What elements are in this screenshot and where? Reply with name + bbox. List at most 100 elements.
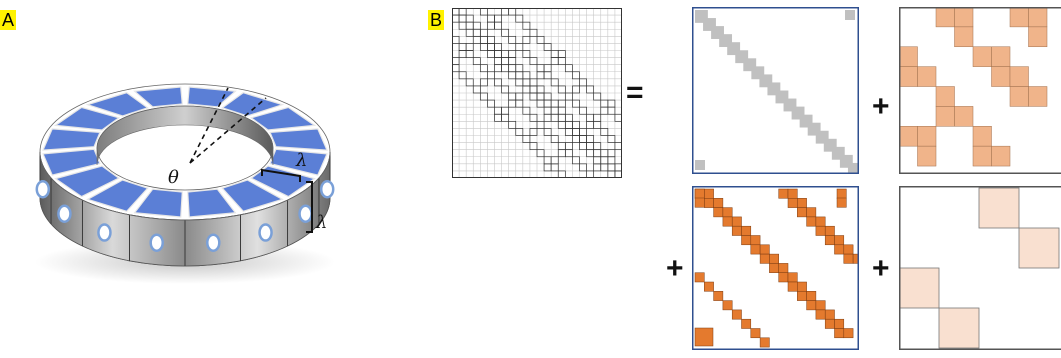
matrix-cell (465, 21, 474, 30)
matrix-cell (472, 28, 481, 37)
matrix-cell (1009, 7, 1029, 28)
ring-top-tile (133, 86, 183, 108)
band-cell (834, 235, 845, 246)
ring-top-tile (269, 128, 328, 151)
band-cell (759, 244, 770, 255)
matrix-cell (557, 113, 566, 122)
matrix-cell (536, 35, 545, 44)
matrix-cell (536, 149, 545, 158)
matrix-cell (522, 135, 531, 143)
matrix-cell (600, 156, 609, 165)
matrix-cell (452, 35, 460, 44)
band-cell (713, 198, 724, 208)
matrix-cell (479, 64, 488, 73)
matrix-cell (472, 35, 481, 44)
ring-top-tile (187, 86, 237, 108)
matrix-cell (543, 92, 552, 101)
matrix-cell (487, 14, 495, 23)
matrix-cell (458, 43, 467, 51)
matrix-cell (501, 50, 510, 58)
matrix-cell (579, 128, 587, 136)
matrix-cell (600, 106, 609, 115)
diag-corner (845, 10, 855, 20)
matrix-cell (550, 135, 559, 143)
band-cell (834, 328, 845, 339)
matrix-cell (557, 170, 566, 178)
matrix-cell (579, 135, 587, 143)
matrix-cell (607, 170, 616, 178)
matrix-cell (494, 64, 502, 73)
matrix-cell (543, 106, 552, 115)
band-cell (815, 309, 826, 320)
matrix-cell (522, 21, 531, 30)
matrix-band-light (899, 7, 1061, 174)
band-cell (806, 291, 817, 301)
band-cell (797, 281, 807, 292)
matrix-cell (529, 92, 538, 101)
band-cell (815, 300, 826, 311)
plus-sign-1: + (872, 90, 890, 123)
band-cell (843, 244, 854, 255)
matrix-cell (564, 149, 573, 158)
matrix-cell (494, 78, 502, 87)
ring-port (298, 204, 313, 224)
matrix-cell (972, 46, 992, 67)
ring-port (57, 204, 72, 224)
matrix-cell (593, 92, 602, 101)
matrix-cell (501, 57, 510, 66)
matrix-cell (465, 43, 474, 51)
matrix-cell (529, 128, 538, 136)
matrix-cell (529, 28, 538, 37)
matrix-cell (564, 120, 573, 129)
band-cell (834, 318, 845, 329)
matrix-cell (508, 57, 517, 66)
matrix-cell (572, 128, 580, 136)
matrix-cell (614, 163, 622, 172)
matrix-cell (529, 113, 538, 122)
matrix-cell (487, 50, 495, 58)
matrix-cell (452, 14, 460, 23)
matrix-band-dark (692, 186, 859, 350)
matrix-cell (557, 120, 566, 129)
band-cell (778, 263, 789, 273)
matrix-cell (954, 26, 974, 48)
band-cell (778, 272, 789, 283)
ring-top-tile (221, 92, 285, 117)
matrix-cell (543, 71, 552, 80)
matrix-cell (508, 99, 517, 108)
matrix-cell (515, 78, 524, 87)
matrix-frame (692, 7, 859, 174)
matrix-cell (522, 71, 531, 80)
matrix-cell (1009, 66, 1029, 87)
matrix-cell (899, 126, 918, 147)
band-cell (704, 198, 714, 208)
band-cell (722, 207, 733, 218)
matrix-cell (935, 106, 955, 127)
matrix-cell (550, 50, 559, 58)
band-corner (836, 188, 847, 199)
matrix-cell (991, 66, 1011, 87)
matrix-cell (543, 113, 552, 122)
matrix-cell (508, 120, 517, 129)
matrix-cell (557, 106, 566, 115)
matrix-cell (557, 99, 566, 108)
matrix-cell (550, 113, 559, 122)
matrix-cell (515, 64, 524, 73)
band-cell (741, 235, 752, 246)
matrix-cell (458, 50, 467, 58)
matrix-cell (536, 64, 545, 73)
matrix-cell (452, 8, 460, 16)
ring-top-tile (54, 165, 120, 198)
matrix-cell (508, 8, 517, 16)
ring-top-tile (269, 148, 328, 176)
matrix-cell (586, 85, 595, 94)
matrix-cell (479, 28, 488, 37)
band-cell (815, 225, 826, 236)
matrix-cell (529, 78, 538, 87)
matrix-cell (586, 149, 595, 158)
matrix-cell (458, 14, 467, 23)
matrix-frame (899, 7, 1061, 174)
matrix-cell (586, 142, 595, 151)
lambda-top-bracket (261, 168, 301, 182)
band-cell (731, 225, 742, 236)
